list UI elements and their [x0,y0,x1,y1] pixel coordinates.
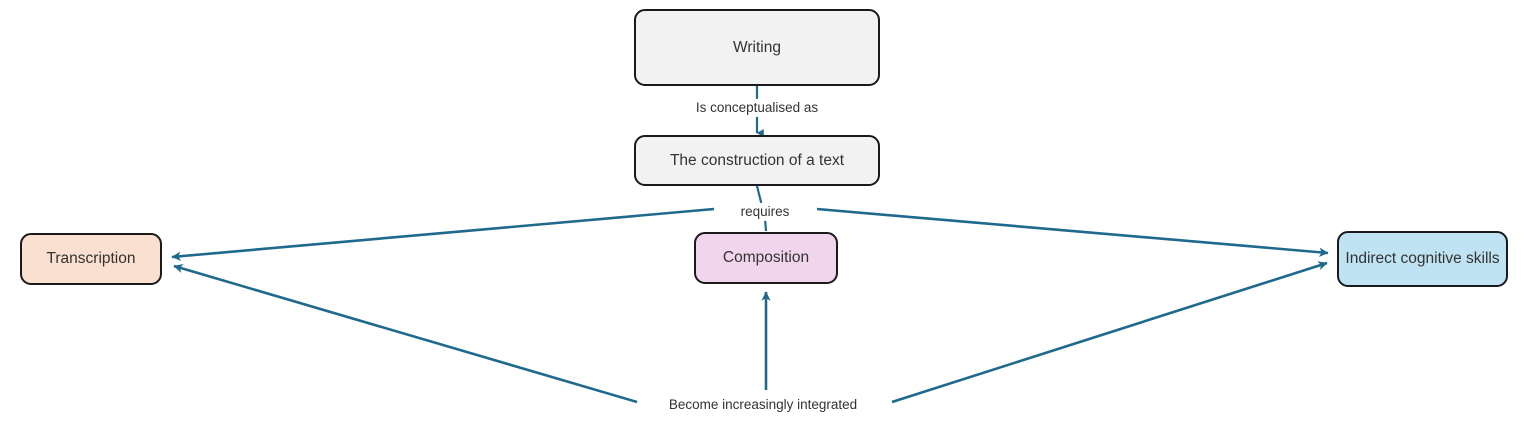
edge-label-requires: requires [733,202,797,222]
node-indirect-cognitive-skills[interactable]: Indirect cognitive skills [1337,231,1508,287]
node-writing[interactable]: Writing [634,9,880,86]
node-construction-of-a-text[interactable]: The construction of a text [634,135,880,186]
node-transcription-label: Transcription [46,250,136,268]
edge-integration-to-transcription [173,264,638,404]
node-indirect-cognitive-skills-label: Indirect cognitive skills [1345,250,1500,268]
edge-label-is-conceptualised-as: Is conceptualised as [688,98,826,118]
edge-integration-to-indirect [891,261,1328,404]
node-composition[interactable]: Composition [694,232,838,284]
edge-requires-to-indirect [816,207,1329,257]
node-transcription[interactable]: Transcription [20,233,162,285]
edge-construction-to-requires [755,185,764,207]
node-writing-label: Writing [733,38,781,56]
edge-label-become-increasingly-integrated: Become increasingly integrated [661,395,865,415]
node-composition-label: Composition [722,249,810,267]
edge-requires-to-transcription [171,207,715,261]
node-construction-of-a-text-label: The construction of a text [669,151,845,169]
